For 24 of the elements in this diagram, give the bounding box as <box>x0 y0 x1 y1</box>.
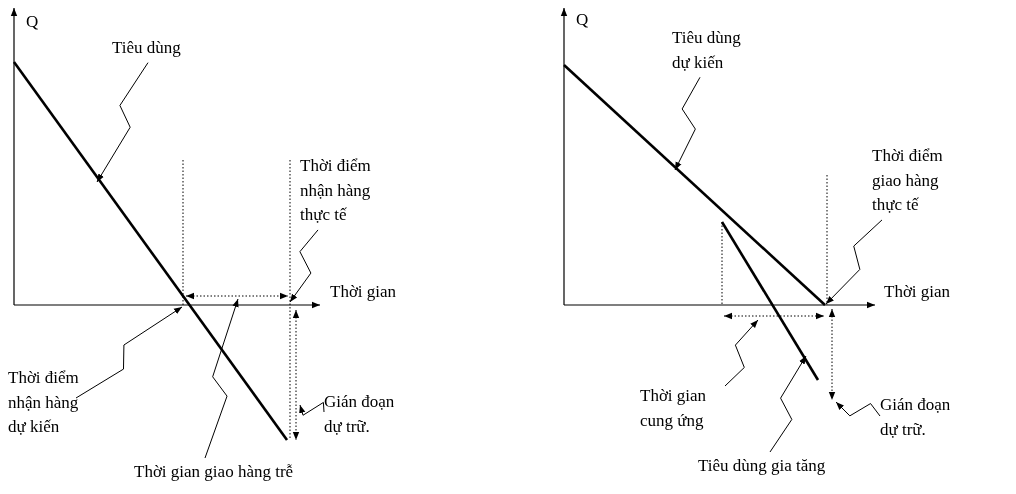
leader-line <box>769 355 807 453</box>
callout-text: Thời gian cung ứng <box>640 384 725 434</box>
leader-line <box>96 62 149 183</box>
callout-text: Tiêu dùng <box>112 36 202 61</box>
callout-text: Gián đoạn dự trữ. <box>880 393 965 443</box>
callout-text: Tiêu dùng gia tăng <box>698 454 898 479</box>
leader-line <box>75 306 183 399</box>
leader-line <box>299 401 325 416</box>
axis-label: Thời gian <box>330 282 397 303</box>
callout-text: Thời điểm nhận hàng thực tế <box>300 154 380 228</box>
axis-label: Q <box>26 12 39 33</box>
leader-line <box>674 76 701 171</box>
leader-line <box>724 319 759 387</box>
axis-label: Q <box>576 10 589 31</box>
callout-text: Thời gian giao hàng trễ <box>134 460 354 485</box>
leader-line <box>204 298 239 459</box>
leader-line <box>835 401 881 417</box>
leader-line <box>289 229 319 303</box>
callout-text: Tiêu dùng dự kiến <box>672 26 757 76</box>
callout-text: Gián đoạn dự trữ. <box>324 390 409 440</box>
leader-line <box>825 219 883 305</box>
axis-label: Thời gian <box>884 282 951 303</box>
callout-text: Thời điểm giao hàng thực tế <box>872 144 952 218</box>
callout-text: Thời điểm nhận hàng dự kiến <box>8 366 88 440</box>
